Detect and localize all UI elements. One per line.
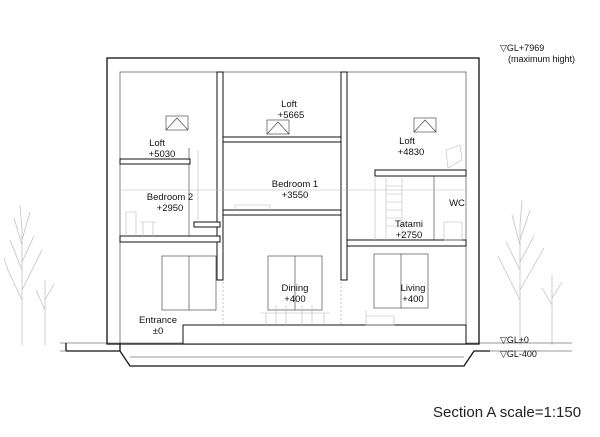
furniture [120, 144, 466, 326]
drawing-caption: Section A scale=1:150 [433, 404, 581, 421]
room-label-loft-left: Loft +5030 [149, 138, 176, 160]
room-level: +4830 [398, 147, 425, 158]
room-level: +5665 [278, 110, 305, 121]
room-name: Loft [281, 99, 297, 110]
room-name: WC [449, 198, 465, 209]
tree-left [3, 204, 55, 345]
room-label-bedroom-2: Bedroom 2 +2950 [147, 192, 193, 214]
interior-walls [188, 71, 435, 325]
foundation [65, 343, 490, 367]
room-name: Living [401, 283, 426, 294]
room-level: +400 [402, 294, 423, 305]
room-name: Tatami [395, 219, 423, 230]
room-label-entrance: Entrance ±0 [139, 315, 177, 337]
room-label-bedroom-1: Bedroom 1 +3550 [272, 179, 318, 201]
room-label-wc: WC [449, 198, 465, 209]
room-name: Loft [399, 136, 415, 147]
room-name: Entrance [139, 315, 177, 326]
level-note: (maximum hight) [508, 54, 575, 64]
level-value: ▽GL-400 [500, 349, 537, 359]
room-level: +2750 [396, 230, 423, 241]
room-level: ±0 [153, 326, 164, 337]
room-level: +3550 [282, 190, 309, 201]
room-label-living: Living +400 [401, 283, 426, 305]
room-label-tatami: Tatami +2750 [395, 219, 423, 241]
room-name: Bedroom 2 [147, 192, 193, 203]
room-name: Bedroom 1 [272, 179, 318, 190]
level-value: ▽GL±0 [500, 335, 529, 345]
tree-right [497, 199, 563, 345]
floor-slabs [119, 136, 467, 345]
room-level: +2950 [157, 203, 184, 214]
room-name: Loft [149, 138, 165, 149]
level-marker-gl-minus: ▽GL-400 [500, 349, 537, 359]
room-level: +5030 [149, 149, 176, 160]
room-level: +400 [284, 294, 305, 305]
level-value: ▽GL+7969 [500, 43, 544, 53]
windows [161, 115, 437, 311]
room-name: Dining [282, 283, 309, 294]
room-label-loft-center: Loft +5665 [278, 99, 305, 121]
level-marker-gl0: ▽GL±0 [500, 335, 529, 345]
room-label-dining: Dining +400 [282, 283, 309, 305]
level-marker-max: ▽GL+7969 (maximum hight) [500, 43, 575, 64]
room-label-loft-right: Loft +4830 [398, 136, 425, 158]
